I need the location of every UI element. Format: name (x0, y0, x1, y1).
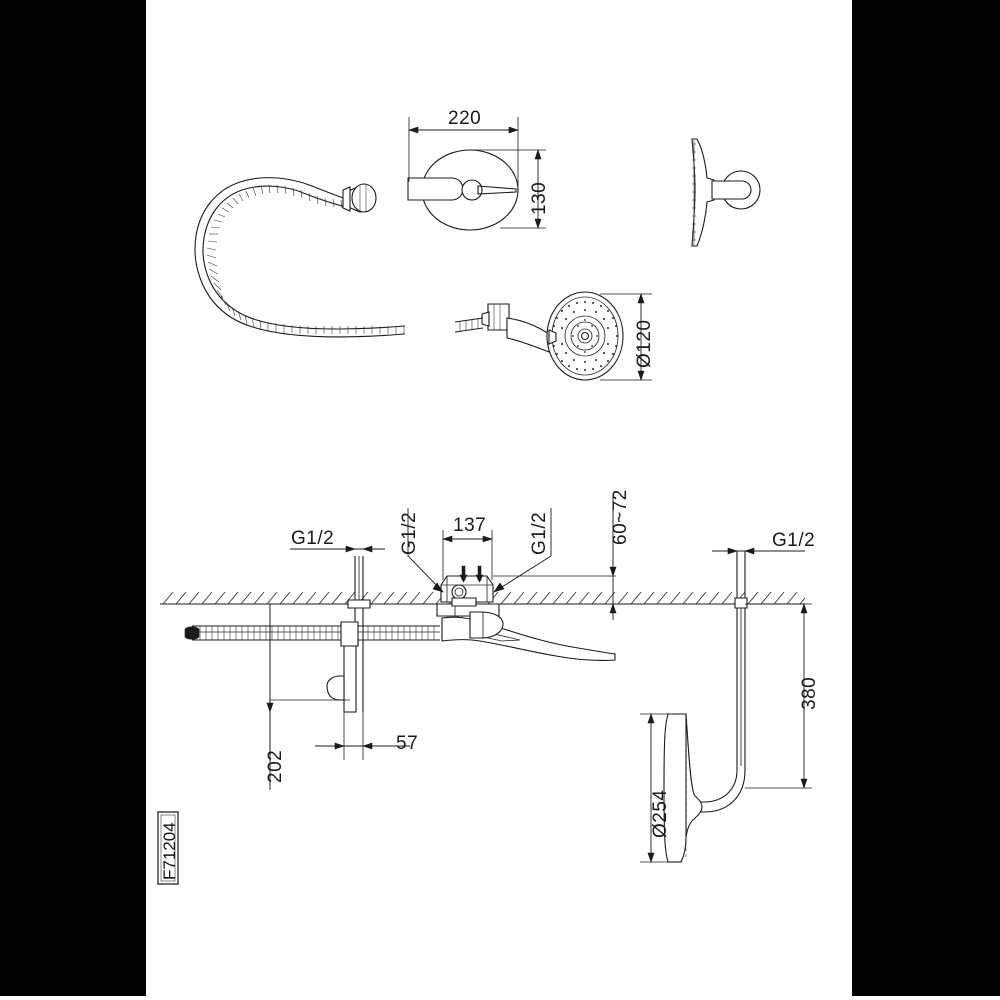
dim-g12-right-label: G1/2 (772, 530, 815, 551)
left-inlet-stub (347, 556, 371, 712)
part-code-box: F71204 (157, 811, 179, 885)
dim-137-label: 137 (453, 515, 486, 536)
dim-d120-label: Ø120 (634, 320, 655, 368)
dim-g12-valve-right-label: G1/2 (529, 512, 550, 555)
dim-380: 380 (745, 603, 820, 789)
hose-end-fitting (342, 183, 377, 213)
dim-d120: Ø120 (600, 293, 655, 381)
bath-spout-section (441, 611, 616, 661)
rain-shower-head (663, 713, 703, 863)
right-margin-band (852, 0, 1000, 996)
dim-g12-valve-left: G1/2 (399, 508, 444, 593)
part-code-label: F71204 (160, 822, 179, 880)
dim-130: 130 (470, 149, 550, 229)
dim-60-72-label: 60~72 (610, 489, 631, 545)
shower-riser-pipe (695, 551, 748, 813)
dim-380-label: 380 (799, 677, 820, 710)
dim-57: 57 (315, 712, 418, 760)
oval-escutcheon-plan (407, 149, 519, 231)
wall-bracket-side-view (691, 138, 761, 247)
dim-d254-label: Ø254 (650, 790, 671, 838)
dim-d254: Ø254 (640, 713, 686, 863)
dim-137: 137 (442, 515, 493, 580)
dim-g12-right: G1/2 (712, 530, 815, 555)
dim-57-label: 57 (396, 733, 418, 754)
dim-g12-valve-right: G1/2 (493, 508, 552, 593)
dim-130-label: 130 (529, 182, 550, 215)
left-margin-band (0, 0, 146, 996)
dim-202-label: 202 (265, 750, 286, 783)
dim-g12-valve-left-label: G1/2 (399, 512, 420, 555)
flexible-hose-plan (194, 177, 406, 338)
dim-g12-left: G1/2 (290, 528, 385, 553)
dim-220-label: 220 (448, 108, 481, 129)
dim-202: 202 (265, 604, 350, 790)
dim-220: 220 (408, 108, 519, 186)
hand-shower-plan (454, 291, 624, 381)
dim-g12-left-label: G1/2 (291, 528, 334, 549)
hose-section (184, 621, 440, 713)
dim-60-72: 60~72 (493, 489, 631, 620)
